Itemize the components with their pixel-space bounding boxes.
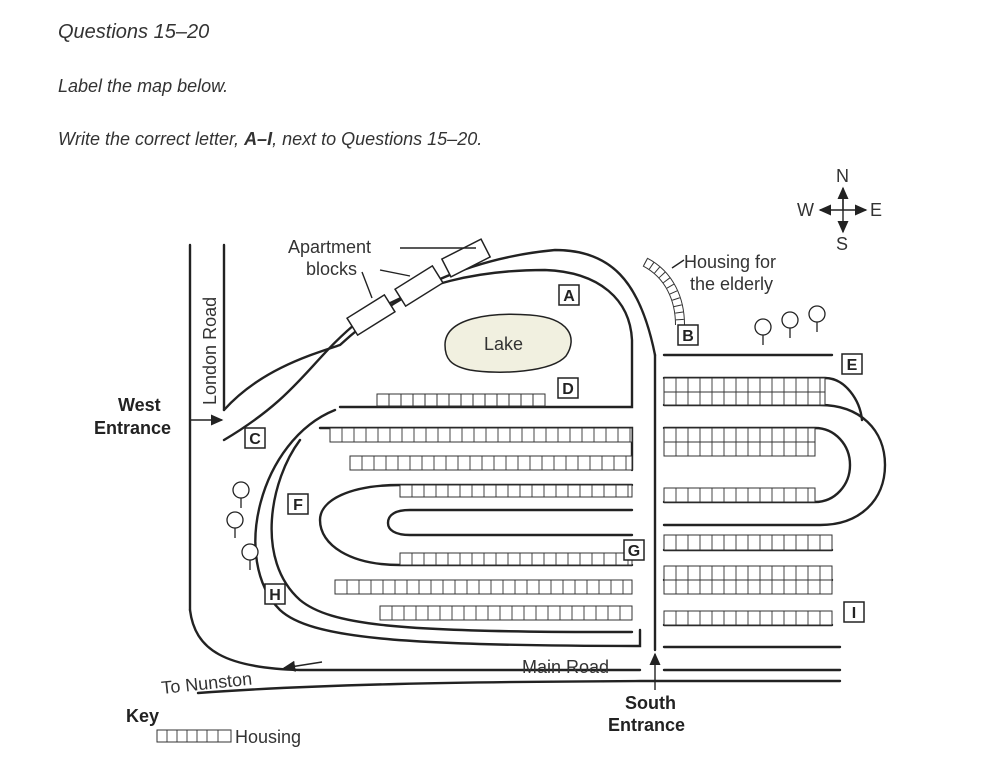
elderly-label-2: the elderly bbox=[690, 274, 773, 294]
london-road-label: London Road bbox=[200, 297, 220, 405]
key-title: Key bbox=[126, 706, 159, 726]
letter-box-d: D bbox=[557, 377, 579, 399]
svg-text:I: I bbox=[852, 605, 856, 622]
compass-west-label: W bbox=[797, 200, 814, 220]
question-range-title: Questions 15–20 bbox=[58, 21, 210, 43]
key-housing-label: Housing bbox=[235, 727, 301, 747]
compass-north-label: N bbox=[836, 166, 849, 186]
south-entrance-label-1: South bbox=[625, 693, 676, 713]
compass-rose: N S E W bbox=[797, 166, 882, 254]
inner-u-road bbox=[318, 483, 634, 567]
apartment-label-1: Apartment bbox=[288, 237, 371, 257]
svg-text:H: H bbox=[269, 587, 281, 604]
elderly-label-1: Housing for bbox=[684, 252, 776, 272]
letter-box-h: H bbox=[264, 583, 286, 605]
housing-dividers bbox=[341, 378, 821, 625]
letter-box-b: B bbox=[677, 324, 699, 346]
letter-box-g: G bbox=[623, 539, 645, 561]
key-housing-symbol bbox=[156, 729, 232, 743]
svg-text:A: A bbox=[563, 288, 575, 305]
svg-text:F: F bbox=[293, 497, 303, 514]
main-road bbox=[196, 668, 842, 695]
instruction-letter-range: A–I bbox=[244, 129, 273, 149]
svg-text:E: E bbox=[847, 357, 858, 374]
instruction-label-map: Label the map below. bbox=[58, 76, 229, 96]
elderly-housing-arc bbox=[642, 257, 685, 326]
letter-box-f: F bbox=[287, 493, 309, 515]
instruction-post: , next to Questions 15–20. bbox=[272, 129, 483, 149]
main-road-label: Main Road bbox=[522, 657, 609, 677]
letter-box-i: I bbox=[843, 601, 865, 623]
svg-text:C: C bbox=[249, 431, 261, 448]
trees-east bbox=[754, 305, 826, 345]
housing-strips bbox=[329, 377, 833, 626]
instruction-write-letter: Write the correct letter, A–I, next to Q… bbox=[58, 129, 482, 150]
compass-south-label: S bbox=[836, 234, 848, 254]
svg-text:G: G bbox=[628, 543, 640, 560]
west-entrance-label-2: Entrance bbox=[94, 418, 171, 438]
lake: Lake bbox=[444, 313, 572, 373]
compass-east-label: E bbox=[870, 200, 882, 220]
west-entrance-label-1: West bbox=[118, 395, 161, 415]
south-entrance-label-2: Entrance bbox=[608, 715, 685, 735]
svg-text:D: D bbox=[562, 381, 574, 398]
trees-west bbox=[226, 481, 259, 570]
apartment-label-2: blocks bbox=[306, 259, 357, 279]
svg-text:B: B bbox=[682, 328, 694, 345]
letter-box-a: A bbox=[558, 284, 580, 306]
letter-box-e: E bbox=[841, 353, 863, 375]
lake-label: Lake bbox=[484, 334, 523, 354]
apartment-blocks: Apartment blocks bbox=[288, 237, 492, 337]
instruction-pre: Write the correct letter, bbox=[58, 129, 245, 149]
letter-box-c: C bbox=[244, 427, 266, 449]
